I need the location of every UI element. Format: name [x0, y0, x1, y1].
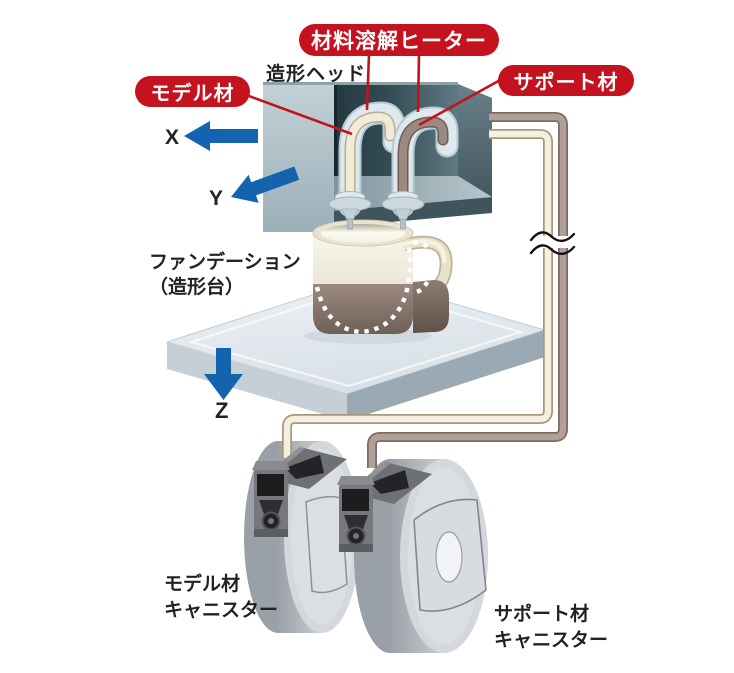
model-feed-tube [282, 129, 553, 458]
model-canister-label-line2: キャニスター [164, 600, 279, 621]
support-canister-label-line1: サポート材 [494, 604, 590, 625]
support-nozzle [381, 191, 425, 230]
support-canister-label-line2: キャニスター [494, 630, 609, 651]
printed-cup [304, 219, 453, 344]
cup-rim-inner [321, 224, 405, 243]
support-material-block [413, 280, 449, 333]
foundation-label: ファンデーション （造形台） [149, 250, 301, 300]
heater-callout-line-left [365, 53, 371, 111]
callout-lines [248, 53, 503, 136]
support-callout-line [418, 77, 503, 127]
material-boundary-dotted-line [314, 240, 434, 335]
canister-hub-hole [435, 531, 463, 583]
foundation-label-line1: ファンデーション [149, 252, 301, 273]
support-filament [399, 117, 447, 206]
model-canister-label: モデル材 キャニスター [164, 572, 278, 624]
model-material-callout: モデル材 [135, 76, 250, 107]
forming-head-label: 造形ヘッド [266, 64, 367, 85]
model-canister-label-line1: モデル材 [164, 574, 241, 595]
support-canister-label: サポート材 キャニスター [494, 602, 608, 654]
z-axis-label: Z [215, 398, 229, 423]
foundation-label-line2: （造形台） [149, 277, 245, 298]
model-callout-line [248, 94, 353, 136]
heater-callout-line-right [416, 53, 421, 113]
y-axis-label: Y [209, 187, 224, 210]
tube-break-symbol [529, 231, 576, 255]
heater-callout: 材料溶解ヒーター [299, 24, 499, 56]
model-filament [346, 112, 394, 206]
nozzles [328, 191, 425, 230]
y-axis-arrow [231, 166, 300, 203]
x-axis-label: X [165, 126, 180, 149]
z-axis-arrow [204, 348, 243, 400]
model-nozzle [328, 191, 372, 230]
feed-tubes [282, 112, 576, 468]
support-feed-tube [367, 112, 568, 468]
x-axis-arrow [184, 121, 258, 151]
support-material-callout: サポート材 [498, 65, 634, 96]
